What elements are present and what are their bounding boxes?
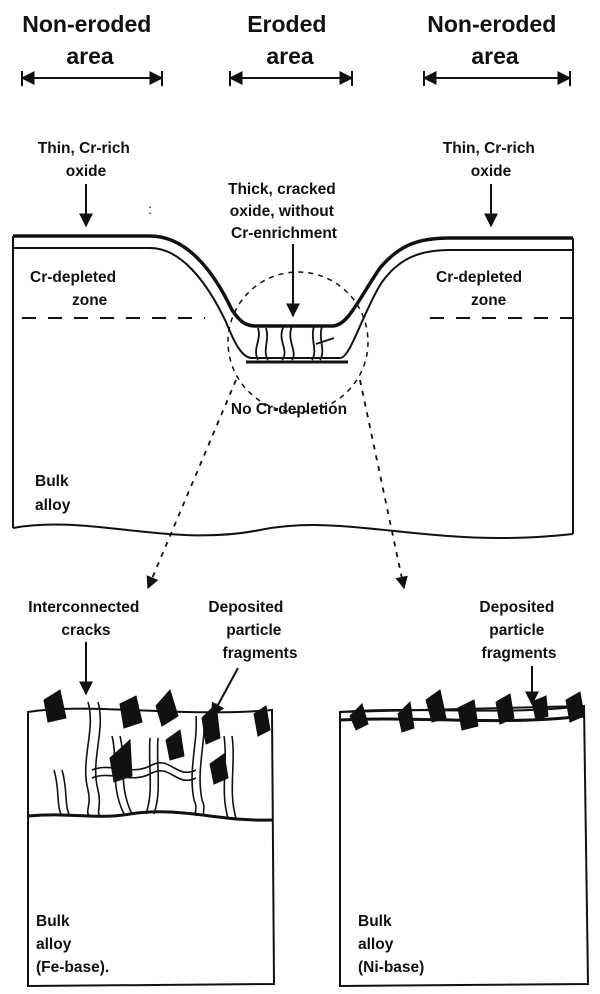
label-no-depletion: No Cr-depletion	[231, 401, 347, 418]
label-interconnected-cracks: Interconnected cracks	[28, 599, 143, 639]
label-bulk-ni: Bulk alloy (Ni-base)	[358, 913, 424, 976]
label-fragments-right: Deposited particle fragments	[479, 599, 558, 662]
header-right: Non-eroded area	[427, 11, 562, 69]
label-fragments-left: Deposited particle fragments	[208, 599, 297, 662]
label-cr-depleted-left: Cr-depleted zone	[30, 269, 120, 309]
magnification-circle	[228, 272, 368, 412]
stray-mark: :	[148, 201, 152, 217]
label-bulk-fe: Bulk alloy (Fe-base).	[36, 913, 109, 976]
label-thin-oxide-left: Thin, Cr-rich oxide	[38, 140, 134, 180]
label-cr-depleted-right: Cr-depleted zone	[436, 269, 526, 309]
header-left: Non-eroded area	[22, 11, 157, 69]
label-thick-oxide: Thick, cracked oxide, without Cr-enrichm…	[228, 181, 340, 242]
header-middle: Eroded area	[247, 11, 333, 69]
dimension-brackets	[22, 71, 570, 86]
label-thin-oxide-right: Thin, Cr-rich oxide	[443, 140, 539, 180]
label-bulk-top: Bulk alloy	[35, 473, 73, 514]
